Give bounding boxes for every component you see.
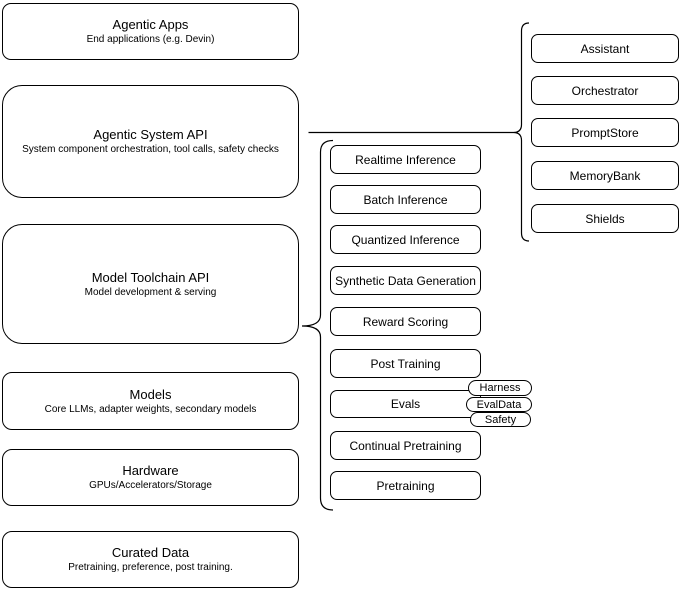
- node-label: Realtime Inference: [355, 152, 456, 167]
- system-components-brace: [513, 22, 530, 242]
- node-subtitle: End applications (e.g. Devin): [86, 34, 215, 45]
- node-subtitle: Model development & serving: [84, 286, 217, 298]
- node-post-training: Post Training: [330, 349, 481, 378]
- node-agentic-system-api: Agentic System API System component orch…: [2, 85, 299, 198]
- node-evals: Evals: [330, 390, 481, 418]
- node-pretraining: Pretraining: [330, 471, 481, 500]
- node-title: Model Toolchain API: [91, 269, 210, 285]
- tag-label: EvalData: [476, 398, 522, 411]
- node-label: Shields: [585, 211, 625, 226]
- node-subtitle: Pretraining, preference, post training.: [68, 562, 233, 573]
- node-title: Hardware: [122, 463, 179, 478]
- node-model-toolchain-api: Model Toolchain API Model development & …: [2, 224, 299, 344]
- node-label: Orchestrator: [571, 83, 639, 98]
- node-label: Evals: [390, 397, 421, 411]
- node-synthetic-data-generation: Synthetic Data Generation: [330, 266, 481, 295]
- node-title: Agentic Apps: [112, 17, 189, 32]
- node-agentic-apps: Agentic Apps End applications (e.g. Devi…: [2, 3, 299, 60]
- node-curated-data: Curated Data Pretraining, preference, po…: [2, 531, 299, 588]
- tag-harness: Harness: [468, 380, 532, 396]
- tag-label: Safety: [484, 413, 517, 426]
- node-subtitle: System component orchestration, tool cal…: [22, 144, 279, 155]
- node-models: Models Core LLMs, adapter weights, secon…: [2, 372, 299, 430]
- node-label: Continual Pretraining: [349, 438, 462, 453]
- toolchain-brace: [301, 139, 334, 511]
- node-label: Synthetic Data Generation: [335, 273, 476, 288]
- node-orchestrator: Orchestrator: [531, 76, 679, 105]
- node-assistant: Assistant: [531, 34, 679, 63]
- node-title: Models: [129, 386, 172, 402]
- tag-label: Harness: [479, 382, 521, 394]
- node-title: Curated Data: [111, 545, 190, 560]
- node-label: Post Training: [370, 356, 441, 371]
- node-title: Agentic System API: [93, 127, 208, 142]
- node-reward-scoring: Reward Scoring: [330, 307, 481, 336]
- node-label: MemoryBank: [569, 168, 641, 183]
- node-continual-pretraining: Continual Pretraining: [330, 431, 481, 460]
- node-label: Assistant: [580, 41, 630, 56]
- node-label: Pretraining: [376, 478, 435, 493]
- node-label: PromptStore: [571, 125, 639, 140]
- node-realtime-inference: Realtime Inference: [330, 145, 481, 174]
- node-promptstore: PromptStore: [531, 118, 679, 147]
- node-label: Batch Inference: [363, 192, 448, 207]
- node-memorybank: MemoryBank: [531, 161, 679, 190]
- tag-safety: Safety: [470, 412, 531, 427]
- node-hardware: Hardware GPUs/Accelerators/Storage: [2, 449, 299, 506]
- node-subtitle: GPUs/Accelerators/Storage: [89, 480, 212, 491]
- node-label: Reward Scoring: [362, 314, 449, 329]
- node-batch-inference: Batch Inference: [330, 185, 481, 214]
- tag-evaldata: EvalData: [466, 397, 532, 412]
- node-quantized-inference: Quantized Inference: [330, 225, 481, 254]
- node-label: Quantized Inference: [351, 232, 460, 247]
- node-subtitle: Core LLMs, adapter weights, secondary mo…: [44, 403, 257, 415]
- node-shields: Shields: [531, 204, 679, 233]
